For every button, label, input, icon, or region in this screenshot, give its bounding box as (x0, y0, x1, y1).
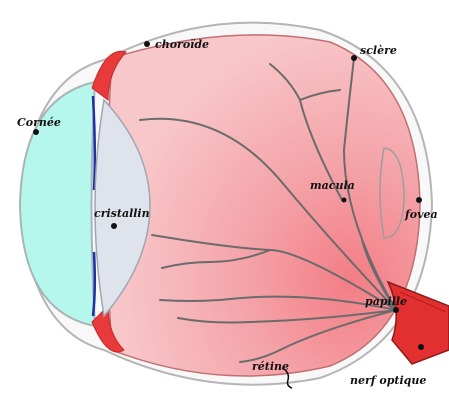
vitreous-body (107, 35, 420, 376)
label-macula: macula (310, 179, 355, 192)
label-retine: rétine (252, 360, 289, 373)
nerf-dot (418, 344, 424, 350)
choroide-dot (144, 41, 150, 47)
label-fovea: fovea (404, 208, 438, 221)
label-sclere: sclère (360, 44, 397, 57)
label-choroide: choroïde (155, 38, 209, 51)
macula-dot (342, 198, 347, 203)
label-cornee: Cornée (17, 116, 61, 129)
label-cristallin: cristallin (94, 207, 150, 220)
cristallin-dot (111, 223, 117, 229)
label-nerf: nerf optique (350, 374, 426, 387)
fovea-dot (416, 197, 422, 203)
cornee-dot (33, 129, 39, 135)
label-papille: papille (365, 295, 407, 308)
sclere-dot (351, 55, 357, 61)
